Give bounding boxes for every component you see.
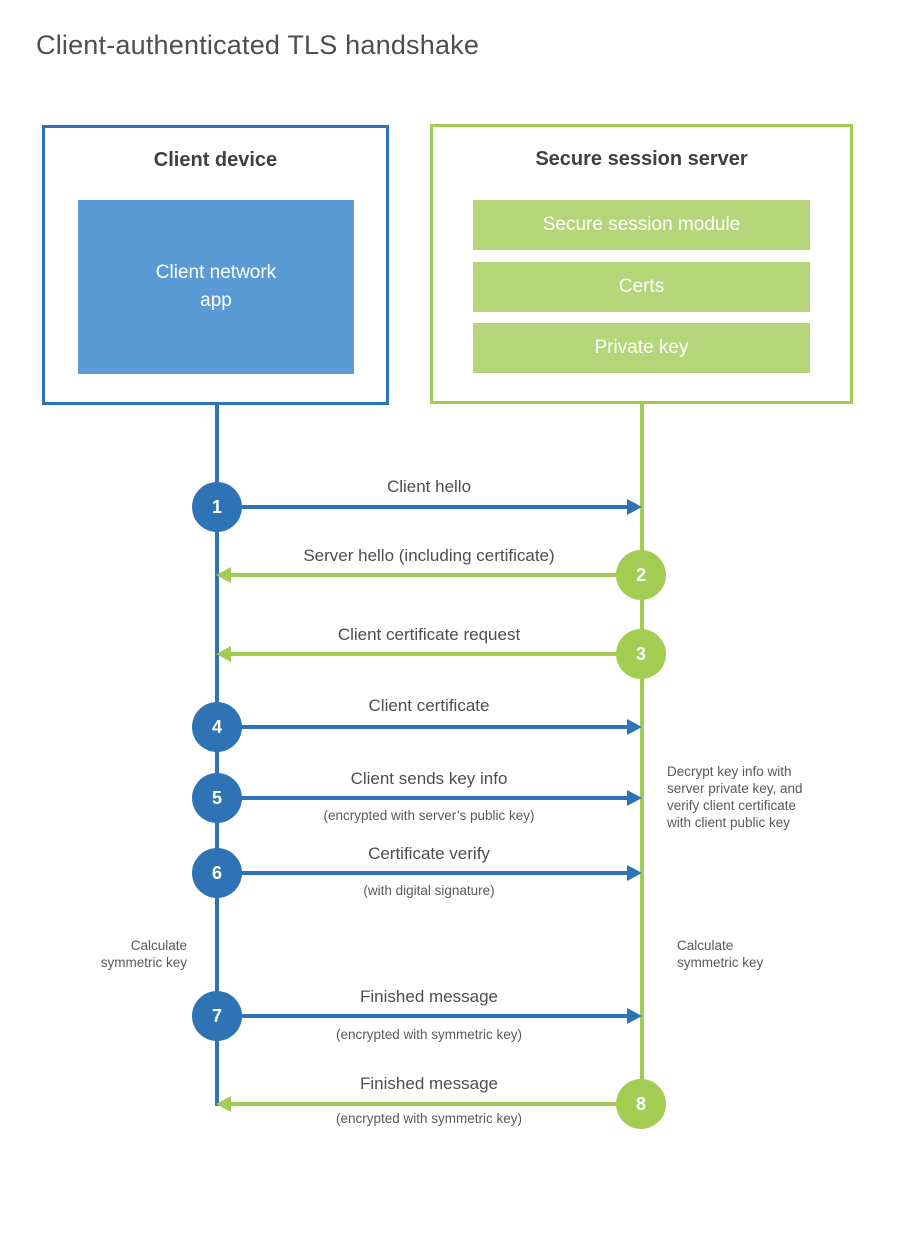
step-5-label: Client sends key info [350,769,508,788]
step-1-arrow [238,505,627,509]
step-8-circle: 8 [616,1079,666,1129]
decrypt-key-note: Decrypt key info with server private key… [667,764,803,830]
step-3-arrow [231,652,618,656]
step-1-arrowhead-icon [627,499,642,515]
step-8-arrow [231,1102,618,1106]
client-device-heading: Client device [153,149,278,171]
client-device-box: Client device Client network app [42,125,389,405]
step-5-sublabel: (encrypted with server’s public key) [323,808,535,823]
step-4-arrowhead-icon [627,719,642,735]
step-2-arrowhead-icon [216,567,231,583]
server-module-private-key: Private key [473,323,810,373]
client-lifeline [215,404,219,1106]
step-6-sublabel: (with digital signature) [363,883,495,898]
secure-session-server-heading: Secure session server [535,148,748,170]
step-1-label: Client hello [386,477,472,496]
step-5-circle: 5 [192,773,242,823]
step-3-label: Client certificate request [337,625,521,644]
step-3-circle: 3 [616,629,666,679]
step-7-arrowhead-icon [627,1008,642,1024]
step-4-circle: 4 [192,702,242,752]
step-7-sublabel: (encrypted with symmetric key) [335,1027,523,1042]
calculate-symmetric-key-note-server: Calculate symmetric key [677,938,764,970]
step-6-circle: 6 [192,848,242,898]
page-title: Client-authenticated TLS handshake [36,30,480,60]
step-5-arrow [238,796,627,800]
step-2-label: Server hello (including certificate) [303,546,555,565]
step-3-arrowhead-icon [216,646,231,662]
server-module-secure-session: Secure session module [473,200,810,250]
calculate-symmetric-key-note-client: Calculate symmetric key [100,938,187,970]
step-7-circle: 7 [192,991,242,1041]
step-8-label: Finished message [360,1074,498,1093]
step-4-label: Client certificate [368,696,490,715]
step-6-arrowhead-icon [627,865,642,881]
server-lifeline [640,403,644,1105]
step-4-arrow [238,725,627,729]
step-2-arrow [231,573,618,577]
step-7-label: Finished message [360,987,498,1006]
step-6-arrow [238,871,627,875]
secure-session-server-box: Secure session server Secure session mod… [430,124,853,404]
step-5-arrowhead-icon [627,790,642,806]
step-7-arrow [238,1014,627,1018]
client-network-app-box: Client network app [78,200,354,374]
step-6-label: Certificate verify [368,844,490,863]
step-8-arrowhead-icon [216,1096,231,1112]
step-2-circle: 2 [616,550,666,600]
server-module-certs: Certs [473,262,810,312]
step-8-sublabel: (encrypted with symmetric key) [335,1111,523,1126]
step-1-circle: 1 [192,482,242,532]
